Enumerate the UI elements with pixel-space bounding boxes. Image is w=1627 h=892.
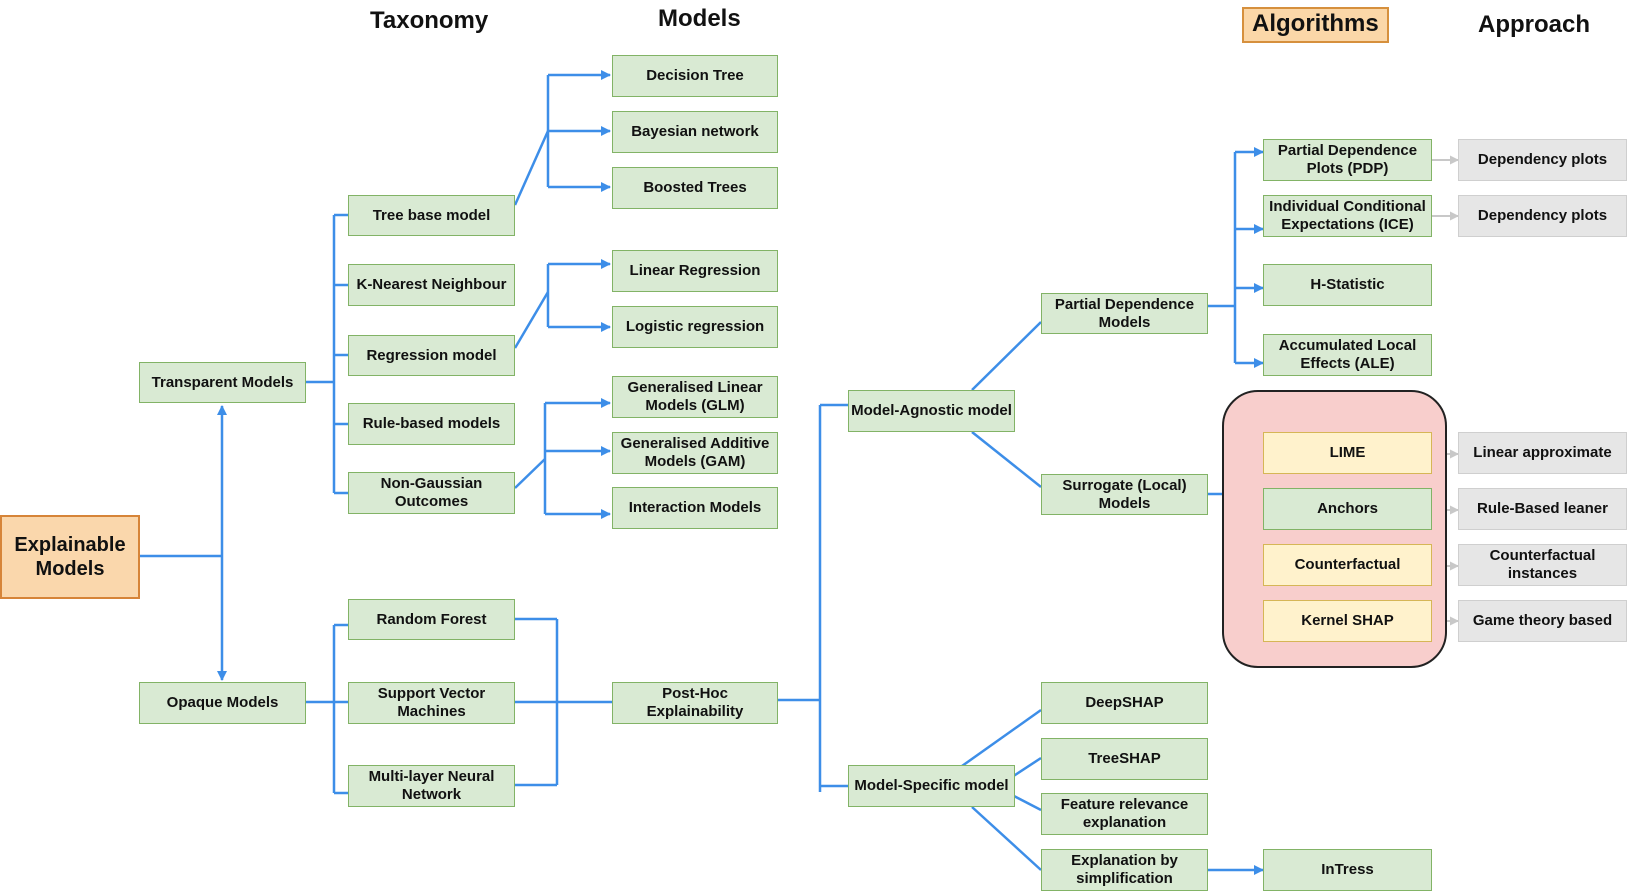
node-tree-base-model: Tree base model [348, 195, 515, 236]
node-gam: Generalised Additive Models (GAM) [612, 432, 778, 474]
node-interaction-models: Interaction Models [612, 487, 778, 529]
approach-counterfactual: Counterfactual instances [1458, 544, 1627, 586]
node-bayesian-network: Bayesian network [612, 111, 778, 153]
approach-lime: Linear approximate [1458, 432, 1627, 474]
node-surrogate-models: Surrogate (Local) Models [1041, 474, 1208, 515]
header-models: Models [658, 5, 741, 32]
node-deepshap: DeepSHAP [1041, 682, 1208, 724]
edge-specific-deepshap [961, 708, 1042, 768]
node-knn: K-Nearest Neighbour [348, 264, 515, 306]
node-logistic-regression: Logistic regression [612, 306, 778, 348]
node-transparent-models: Transparent Models [139, 362, 306, 403]
node-svm: Support Vector Machines [348, 682, 515, 724]
header-taxonomy: Taxonomy [370, 7, 489, 34]
edge-specific-simplification [971, 806, 1042, 871]
edge-nongauss-diag [514, 458, 546, 489]
node-post-hoc: Post-Hoc Explainability [612, 682, 778, 724]
edge-specific-feature [1011, 793, 1042, 812]
node-intress: InTress [1263, 849, 1432, 891]
approach-pdp: Dependency plots [1458, 139, 1627, 181]
edge-agnostic-pdm [971, 321, 1042, 391]
node-lime: LIME [1263, 432, 1432, 474]
node-regression-model: Regression model [348, 335, 515, 376]
node-treeshap: TreeSHAP [1041, 738, 1208, 780]
node-counterfactual: Counterfactual [1263, 544, 1432, 586]
edge-agnostic-surrogate [971, 431, 1042, 488]
node-opaque-models: Opaque Models [139, 682, 306, 724]
node-ice: Individual Conditional Expectations (ICE… [1263, 195, 1432, 237]
edge-specific-treeshap [1011, 756, 1042, 779]
node-explanation-simplification: Explanation by simplification [1041, 849, 1208, 891]
edge-tree-diag [513, 130, 550, 206]
node-partial-dependence-models: Partial Dependence Models [1041, 293, 1208, 334]
node-boosted-trees: Boosted Trees [612, 167, 778, 209]
node-h-statistic: H-Statistic [1263, 264, 1432, 306]
header-algorithms: Algorithms [1242, 7, 1389, 43]
node-non-gaussian: Non-Gaussian Outcomes [348, 472, 515, 514]
approach-ice: Dependency plots [1458, 195, 1627, 237]
header-approach: Approach [1478, 11, 1591, 38]
node-model-specific: Model-Specific model [848, 765, 1015, 807]
node-anchors: Anchors [1263, 488, 1432, 530]
approach-anchors: Rule-Based leaner [1458, 488, 1627, 530]
node-rule-based-models: Rule-based models [348, 403, 515, 445]
node-pdp: Partial Dependence Plots (PDP) [1263, 139, 1432, 181]
node-ale: Accumulated Local Effects (ALE) [1263, 334, 1432, 376]
node-random-forest: Random Forest [348, 599, 515, 640]
node-feature-relevance: Feature relevance explanation [1041, 793, 1208, 835]
node-explainable-models: Explainable Models [0, 515, 140, 599]
node-glm: Generalised Linear Models (GLM) [612, 376, 778, 418]
node-linear-regression: Linear Regression [612, 250, 778, 292]
node-kernel-shap: Kernel SHAP [1263, 600, 1432, 642]
node-mlp: Multi-layer Neural Network [348, 765, 515, 807]
edge-regression-diag [513, 291, 550, 349]
approach-kernel-shap: Game theory based [1458, 600, 1627, 642]
node-decision-tree: Decision Tree [612, 55, 778, 97]
node-model-agnostic: Model-Agnostic model [848, 390, 1015, 432]
